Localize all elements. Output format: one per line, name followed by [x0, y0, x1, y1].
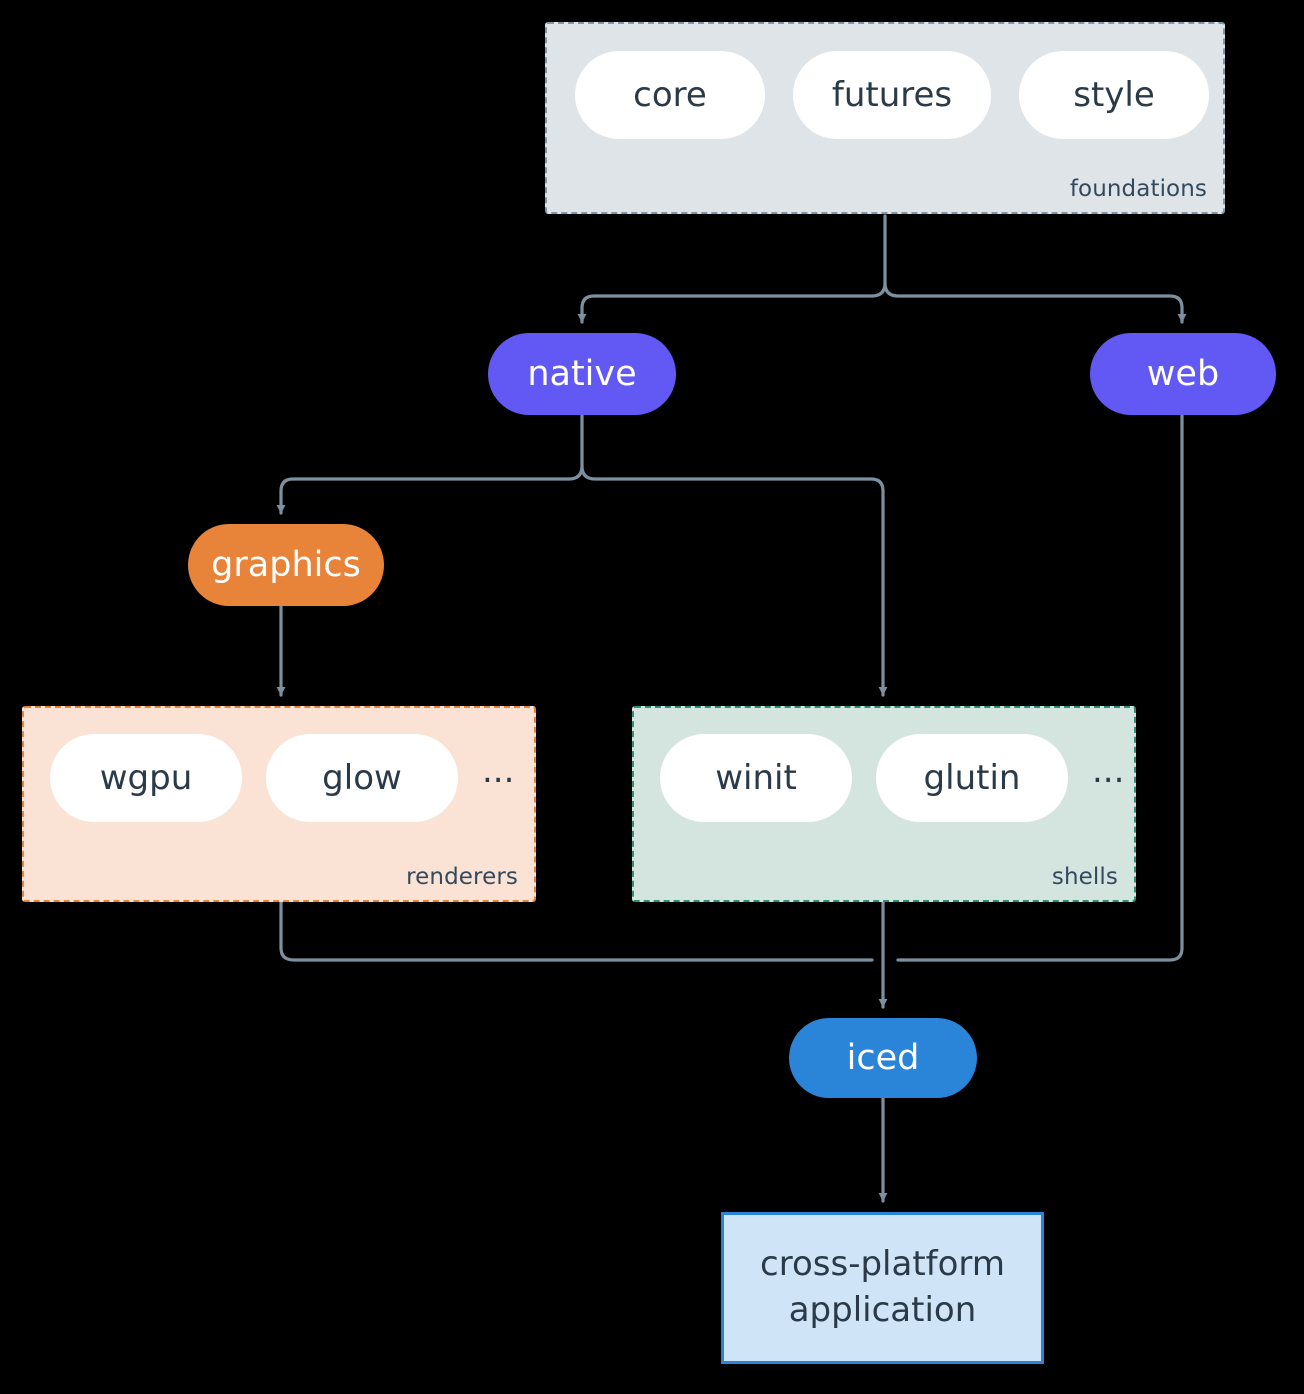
chip-glow[interactable]: glow: [266, 734, 458, 822]
edge-foundations-to-web: [883, 281, 1187, 324]
group-renderers: wgpu glow ... renderers: [22, 706, 536, 902]
group-shells: winit glutin ... shells: [632, 706, 1136, 902]
chip-winit[interactable]: winit: [660, 734, 852, 822]
edge-renderers-to-iced: [279, 900, 874, 962]
renderers-items: wgpu glow ...: [50, 734, 514, 822]
chip-style[interactable]: style: [1019, 51, 1209, 139]
shells-more-ellipsis: ...: [1092, 751, 1125, 791]
node-cross-platform-application[interactable]: cross-platform application: [721, 1212, 1044, 1364]
node-web[interactable]: web: [1090, 333, 1276, 415]
chip-glutin[interactable]: glutin: [876, 734, 1068, 822]
foundations-items: core futures style: [575, 51, 1209, 139]
node-iced[interactable]: iced: [789, 1018, 977, 1098]
application-line-1: cross-platform: [760, 1244, 1005, 1285]
chip-wgpu[interactable]: wgpu: [50, 734, 242, 822]
group-label-renderers: renderers: [406, 864, 518, 890]
edge-foundations-to-native: [577, 281, 887, 324]
chip-core[interactable]: core: [575, 51, 765, 139]
group-foundations: core futures style foundations: [545, 22, 1225, 214]
edge-native-to-shells: [580, 464, 888, 697]
node-native[interactable]: native: [488, 333, 676, 415]
renderers-more-ellipsis: ...: [482, 751, 515, 791]
chip-futures[interactable]: futures: [793, 51, 991, 139]
application-line-2: application: [788, 1290, 977, 1330]
shells-items: winit glutin ...: [660, 734, 1124, 822]
group-label-shells: shells: [1051, 864, 1118, 890]
edge-native-to-graphics: [276, 464, 584, 515]
node-graphics[interactable]: graphics: [188, 524, 384, 606]
group-label-foundations: foundations: [1069, 176, 1207, 202]
